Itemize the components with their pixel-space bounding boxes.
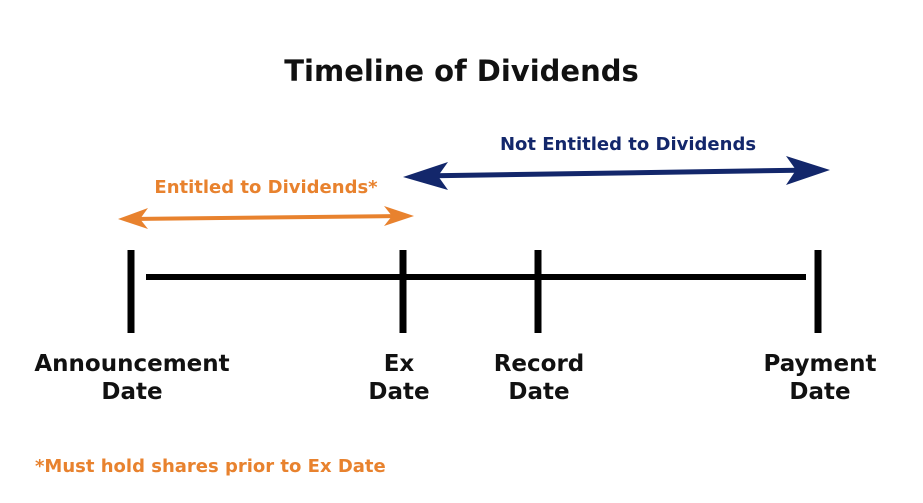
entitled-arrow [118,206,414,229]
label-line: Record [493,351,585,377]
announcement-date-label: Announcement Date [34,350,229,406]
label-line: Date [508,379,570,405]
record-date-label: Record Date [494,350,585,406]
label-line: Announcement [34,351,230,377]
entitled-label: Entitled to Dividends* [154,177,378,198]
page-title: Timeline of Dividends [284,54,639,88]
not-entitled-label: Not Entitled to Dividends [499,134,757,155]
label-line: Date [101,379,163,405]
not-entitled-arrow [403,156,830,190]
payment-date-label: Payment Date [764,350,877,406]
label-line: Payment [763,351,877,377]
label-line: Ex [383,351,415,377]
footnote: *Must hold shares prior to Ex Date [35,456,386,477]
label-line: Date [368,379,430,405]
label-line: Date [789,379,851,405]
ex-date-label: Ex Date [368,350,429,406]
